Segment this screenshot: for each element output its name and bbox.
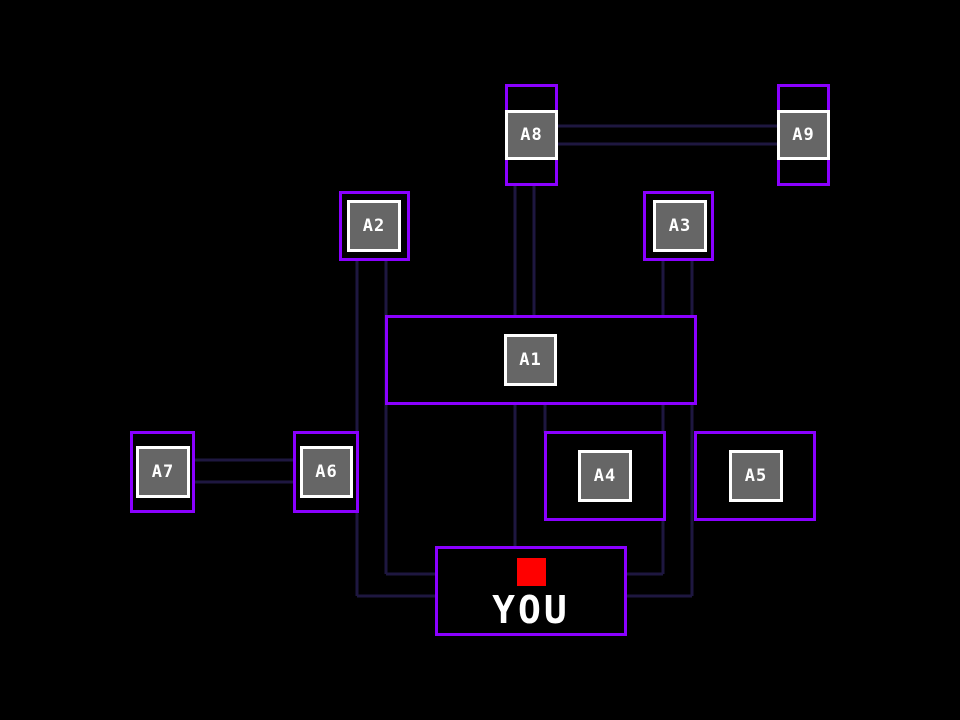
camera-button-a2[interactable]: A2 xyxy=(347,200,401,252)
camera-button-a1[interactable]: A1 xyxy=(504,334,557,386)
camera-button-a7[interactable]: A7 xyxy=(136,446,190,498)
room-you xyxy=(435,546,627,636)
player-position-marker xyxy=(517,558,546,586)
camera-button-a5[interactable]: A5 xyxy=(729,450,783,502)
camera-button-a3[interactable]: A3 xyxy=(653,200,707,252)
camera-button-a9[interactable]: A9 xyxy=(777,110,830,160)
camera-button-a8[interactable]: A8 xyxy=(505,110,558,160)
camera-button-a4[interactable]: A4 xyxy=(578,450,632,502)
camera-button-a6[interactable]: A6 xyxy=(300,446,353,498)
player-label: YOU xyxy=(492,588,570,632)
